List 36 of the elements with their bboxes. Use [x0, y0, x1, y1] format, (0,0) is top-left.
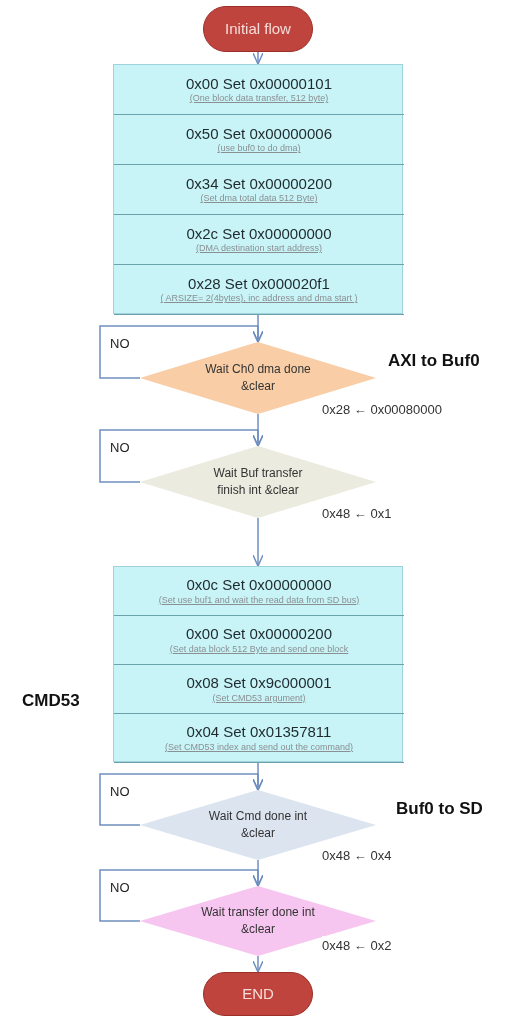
setting-note: (Set use buf1 and wait the read data from SD bus) — [158, 594, 360, 606]
setting-note: (use buf0 to do dma) — [217, 143, 301, 155]
register-setting: 0x34 Set 0x00000200 — [186, 174, 332, 194]
terminal-node: Initial flow — [203, 6, 313, 52]
decision-text: Wait Cmd done int &clear — [207, 808, 309, 842]
setting-note: (Set dma total data 512 Byte) — [200, 193, 318, 205]
setting-note: (Set CMD53 argument) — [212, 692, 306, 704]
flow-arrow — [99, 773, 264, 826]
section-label: Buf0 to SD — [396, 798, 483, 820]
register-setting: 0x00 Set 0x00000101 — [186, 74, 332, 94]
register-setting: 0x2c Set 0x00000000 — [186, 224, 332, 244]
register-group-box — [113, 64, 403, 314]
register-setting: 0x0c Set 0x00000000 — [186, 576, 332, 595]
terminal-node: END — [203, 972, 313, 1016]
setting-note: (Set data block 512 Byte and send one block — [169, 643, 349, 655]
register-setting: 0x50 Set 0x00000006 — [186, 124, 332, 144]
register-setting: 0x04 Set 0x01357811 — [186, 723, 332, 742]
section-label: AXI to Buf0 — [388, 350, 480, 372]
flow-arrow — [252, 51, 264, 65]
setting-note: (One block data transfer, 512 byte) — [189, 93, 329, 105]
decision-text: Wait Buf transfer finish int &clear — [212, 465, 304, 499]
register-setting: 0x08 Set 0x9c000001 — [186, 674, 332, 693]
register-group-box — [113, 566, 403, 762]
setting-note: ( ARSIZE= 2(4bytes), inc address and dma start ) — [160, 293, 358, 305]
register-setting: 0x28 Set 0x000020f1 — [188, 274, 330, 294]
flow-arrow — [252, 955, 264, 973]
decision-text: Wait Ch0 dma done &clear — [204, 361, 312, 395]
flow-arrow — [99, 869, 264, 922]
flow-arrow — [99, 325, 264, 379]
decision-text: Wait transfer done int &clear — [200, 904, 316, 938]
section-label: CMD53 — [22, 690, 80, 712]
setting-note: (Set CMD53 index and send out the command) — [164, 741, 354, 753]
setting-note: (DMA destination start address) — [195, 243, 323, 255]
register-setting: 0x00 Set 0x00000200 — [186, 625, 332, 644]
flow-arrow — [99, 429, 264, 483]
flow-arrow — [252, 517, 264, 567]
